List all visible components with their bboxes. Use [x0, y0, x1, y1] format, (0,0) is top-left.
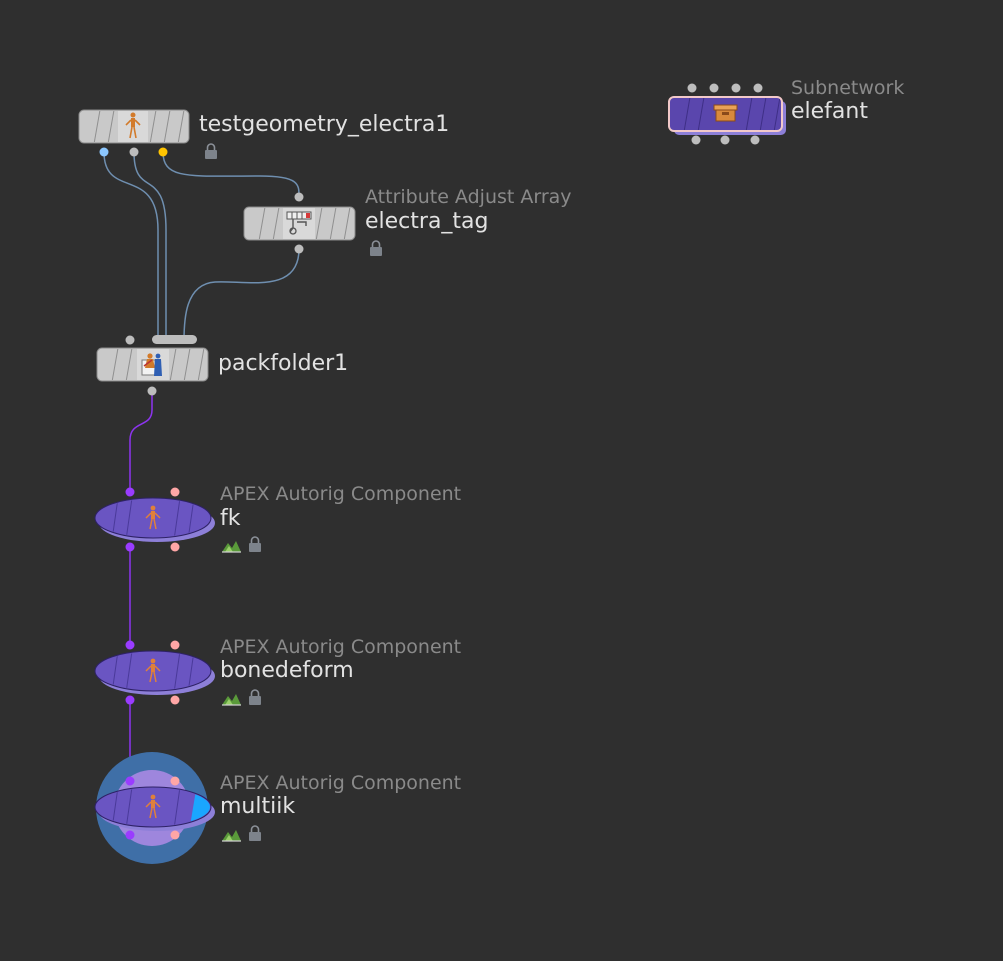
node-type-electra-tag: Attribute Adjust Array — [365, 186, 572, 208]
output-port[interactable] — [691, 135, 701, 145]
input-port[interactable] — [125, 640, 135, 650]
node-name-elefant[interactable]: elefant — [791, 99, 868, 124]
node-type-elefant: Subnetwork — [791, 77, 905, 99]
lock-icon[interactable] — [205, 143, 217, 159]
node-name-electra-tag[interactable]: electra_tag — [365, 209, 489, 234]
node-packfolder1[interactable] — [96, 335, 209, 396]
wire-electra-tag-to-packfolder[interactable] — [183, 248, 300, 342]
output-port[interactable] — [720, 135, 730, 145]
array-icon — [286, 211, 312, 235]
output-port[interactable] — [125, 542, 135, 552]
wires — [103, 151, 300, 780]
node-name-multiik[interactable]: multiik — [220, 794, 296, 819]
input-port[interactable] — [731, 83, 741, 93]
output-port[interactable] — [170, 695, 180, 705]
output-port[interactable] — [147, 386, 157, 396]
output-port[interactable] — [170, 542, 180, 552]
output-port[interactable] — [750, 135, 760, 145]
output-port[interactable] — [125, 830, 135, 840]
node-elefant[interactable] — [668, 83, 786, 145]
wire-testgeometry-to-packfolder-1[interactable] — [103, 151, 159, 341]
input-port[interactable] — [709, 83, 719, 93]
rig-output-icon[interactable] — [222, 830, 241, 842]
figure-icon — [145, 505, 161, 530]
node-electra-tag[interactable] — [243, 192, 356, 254]
lock-icon[interactable] — [249, 825, 261, 841]
input-port[interactable] — [753, 83, 763, 93]
input-port[interactable] — [125, 487, 135, 497]
figure-icon — [145, 658, 161, 683]
input-port[interactable] — [125, 335, 135, 345]
node-fk[interactable] — [94, 487, 215, 552]
lock-icon[interactable] — [370, 240, 382, 256]
rig-output-icon[interactable] — [222, 541, 241, 553]
lock-icon[interactable] — [249, 536, 261, 552]
figure-icon — [125, 112, 141, 139]
input-port[interactable] — [687, 83, 697, 93]
node-bonedeform[interactable] — [94, 640, 215, 705]
input-port[interactable] — [170, 487, 180, 497]
packfolder-icon — [141, 353, 162, 376]
output-port[interactable] — [129, 147, 139, 157]
wire-testgeometry-to-packfolder-2[interactable] — [133, 151, 167, 341]
multi-input-port[interactable] — [152, 335, 197, 344]
flag-badges — [205, 143, 382, 842]
node-type-fk: APEX Autorig Component — [220, 483, 462, 505]
output-port[interactable] — [158, 147, 168, 157]
input-port[interactable] — [170, 776, 180, 786]
output-port[interactable] — [294, 244, 304, 254]
rig-output-icon[interactable] — [222, 694, 241, 706]
node-type-multiik: APEX Autorig Component — [220, 772, 462, 794]
output-port[interactable] — [170, 830, 180, 840]
node-testgeometry-electra1[interactable] — [78, 109, 190, 157]
node-name-packfolder[interactable]: packfolder1 — [218, 351, 349, 376]
box-icon — [713, 104, 738, 122]
node-name-bonedeform[interactable]: bonedeform — [220, 658, 354, 683]
output-port[interactable] — [99, 147, 109, 157]
figure-icon — [145, 794, 161, 819]
wire-packfolder-to-fk[interactable] — [129, 391, 153, 492]
output-port[interactable] — [125, 695, 135, 705]
node-name-fk[interactable]: fk — [220, 506, 241, 531]
input-port[interactable] — [125, 776, 135, 786]
node-type-bonedeform: APEX Autorig Component — [220, 636, 462, 658]
lock-icon[interactable] — [249, 689, 261, 705]
wire-testgeometry-to-electra-tag[interactable] — [162, 151, 300, 198]
input-port[interactable] — [170, 640, 180, 650]
input-port[interactable] — [294, 192, 304, 202]
node-name-testgeometry[interactable]: testgeometry_electra1 — [199, 112, 450, 137]
node-multiik[interactable] — [94, 752, 215, 864]
